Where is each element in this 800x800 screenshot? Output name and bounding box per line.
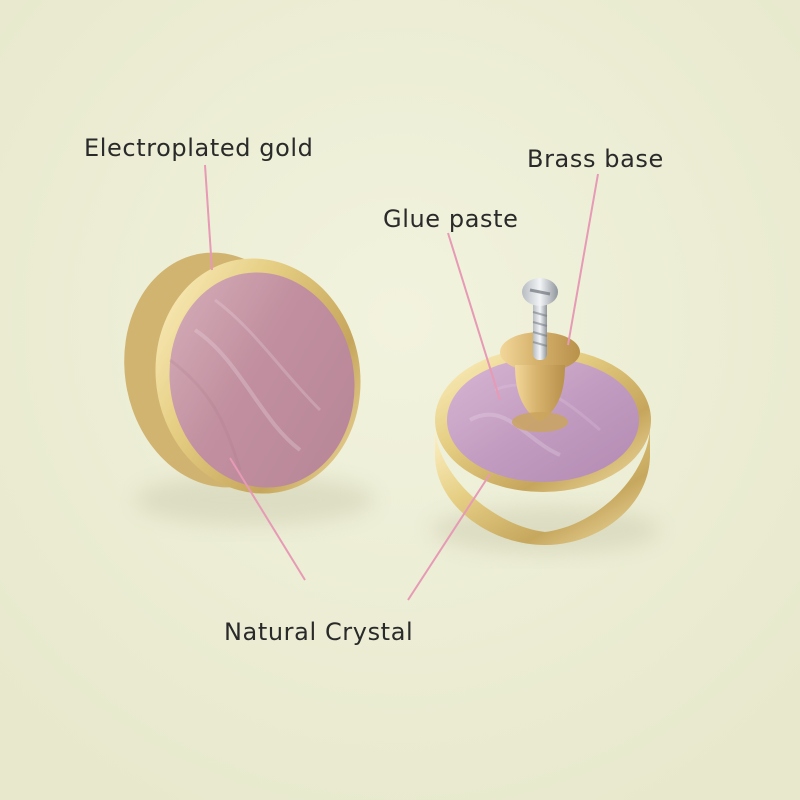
right-knob-screw-shaft xyxy=(533,298,547,360)
left-knob xyxy=(124,252,361,494)
left-knob-crystal-texture-2 xyxy=(214,298,322,412)
label-electroplated-gold: Electroplated gold xyxy=(84,134,314,162)
right-knob-brass-foot xyxy=(512,412,568,432)
label-natural-crystal: Natural Crystal xyxy=(224,618,414,646)
right-knob-brass-stem xyxy=(515,365,565,422)
leader-glue-paste xyxy=(447,232,501,401)
right-knob-screw-slot xyxy=(529,288,551,296)
leader-lines xyxy=(204,164,599,601)
left-knob-crystal-texture-3 xyxy=(169,358,242,471)
leader-electroplated-gold xyxy=(204,164,213,271)
left-knob-crystal-texture-1 xyxy=(193,328,302,452)
label-glue-paste: Glue paste xyxy=(383,205,519,233)
right-knob-gold-band xyxy=(435,425,650,545)
label-brass-base: Brass base xyxy=(527,145,664,173)
leader-natural-crystal-right xyxy=(407,473,491,601)
right-knob-screw-thread xyxy=(532,311,548,347)
leader-natural-crystal-left xyxy=(229,457,306,581)
left-knob-crystal-face xyxy=(169,272,355,488)
right-knob xyxy=(435,278,651,545)
leader-brass-base xyxy=(567,173,599,346)
